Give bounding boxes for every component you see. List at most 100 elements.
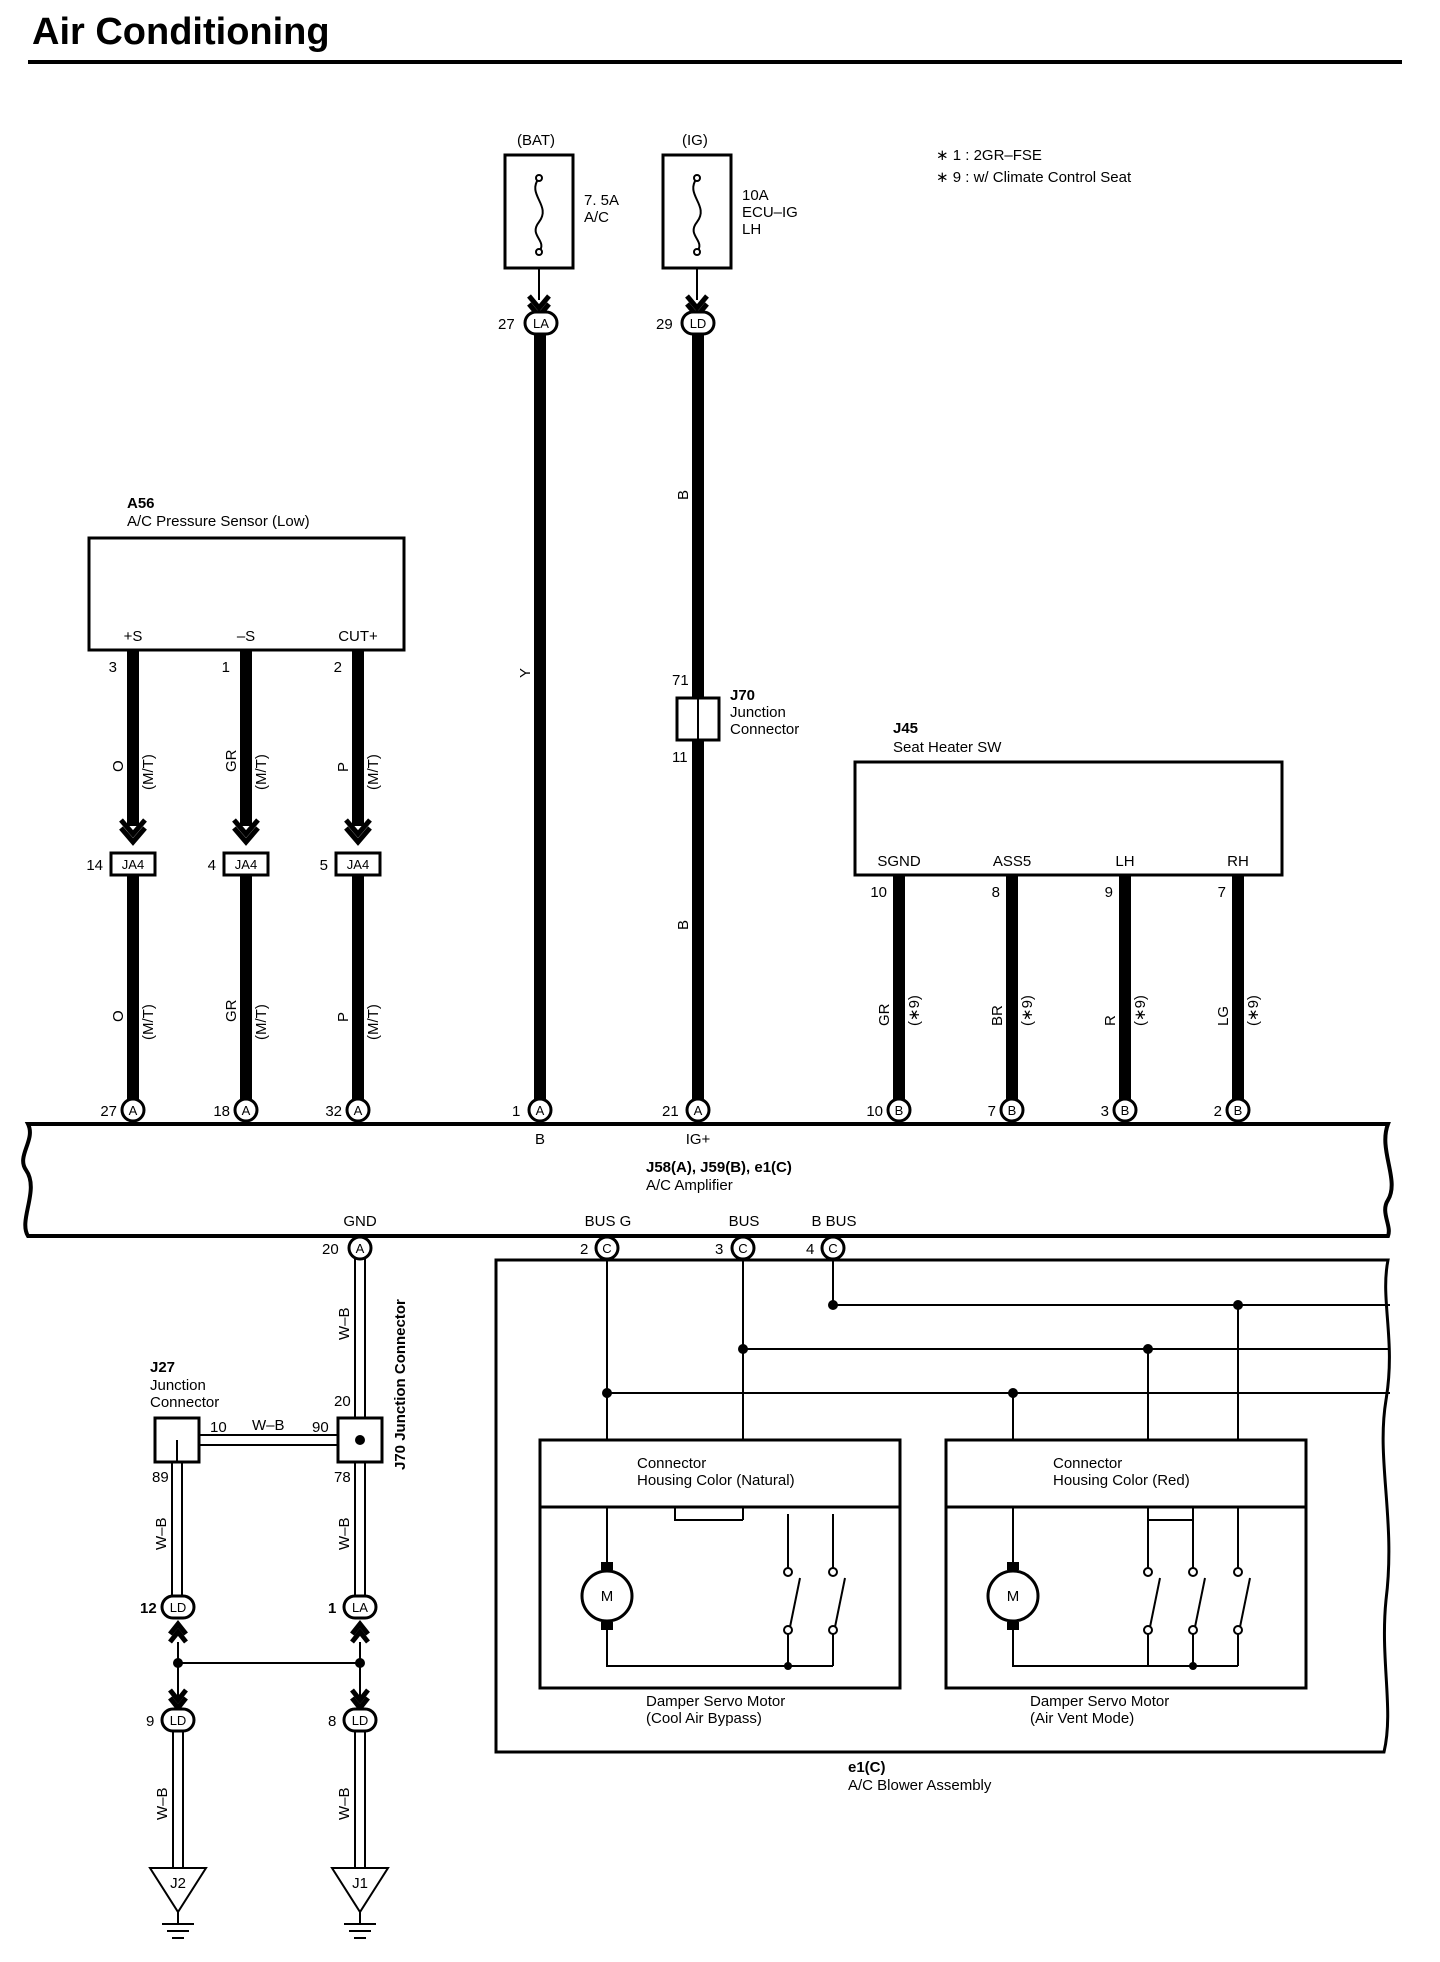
- connector-arrow-icon: [119, 818, 147, 846]
- pin-number: 2: [1214, 1103, 1222, 1120]
- pin-number: 32: [325, 1103, 342, 1120]
- wire-color: R: [1102, 1015, 1119, 1026]
- pin-number: 78: [334, 1469, 351, 1486]
- connector-oval: [160, 1707, 196, 1733]
- wire-color: W–B: [154, 1787, 171, 1820]
- pin-number: 3: [109, 659, 117, 676]
- connector-circle: [886, 1097, 912, 1123]
- ground-id: J2: [170, 1875, 186, 1892]
- connector-oval: [160, 1594, 196, 1620]
- wire-note: (∗9): [1245, 995, 1262, 1026]
- connector-code: LA: [352, 1600, 368, 1615]
- pin-number: 4: [208, 857, 216, 874]
- terminal-name: BUS G: [585, 1213, 632, 1230]
- wire-note: (M/T): [253, 754, 270, 790]
- junction-id: J27: [150, 1359, 175, 1376]
- ground-id: J1: [352, 1875, 368, 1892]
- pin-number: 90: [312, 1419, 329, 1436]
- connector-code: B: [1008, 1103, 1017, 1118]
- terminal-name: LH: [1115, 853, 1134, 870]
- wire-color: O: [110, 1010, 127, 1022]
- wire-color: W–B: [336, 1307, 353, 1340]
- wire-note: (M/T): [140, 754, 157, 790]
- pin-number: 5: [320, 857, 328, 874]
- blower-outline: [494, 1258, 1391, 1754]
- wire-color: GR: [223, 999, 240, 1022]
- wire-color: Y: [517, 668, 534, 678]
- terminal-name: GND: [343, 1213, 377, 1230]
- terminal-name: IG+: [686, 1131, 711, 1148]
- switch-icon: [1149, 1577, 1161, 1628]
- connector-circle: [345, 1097, 371, 1123]
- switch-icon: [834, 1577, 846, 1628]
- note-1: ∗ 1 : 2GR–FSE: [936, 147, 1042, 164]
- motor-name: Damper Servo Motor: [1030, 1693, 1169, 1710]
- fuse-terminal-icon: [535, 248, 543, 256]
- fuse-ig: (IG) 10A ECU–IG LH 29 LD B 71 11 J70 Jun…: [656, 132, 799, 1100]
- ground-circuit: W–B 20 J70 Junction Connector 90 78 J27 …: [140, 1259, 409, 1939]
- fuse-rating: 10A: [742, 187, 769, 204]
- terminal-name: ASS5: [993, 853, 1031, 870]
- fuse-supply: (BAT): [517, 132, 555, 149]
- wire-color: BR: [989, 1005, 1006, 1026]
- page-title: Air Conditioning: [32, 11, 330, 53]
- wire-color: W–B: [153, 1517, 170, 1550]
- housing-label: Connector: [1053, 1455, 1122, 1472]
- sensor-a56: A56 A/C Pressure Sensor (Low): [87, 495, 406, 652]
- housing-label: Connector: [637, 1455, 706, 1472]
- ground-triangle-icon: [330, 1867, 390, 1914]
- connector-code: LD: [170, 1713, 187, 1728]
- pin-number: 20: [322, 1241, 339, 1258]
- junction-id: J70: [730, 687, 755, 704]
- connector-arrow-icon: [232, 818, 260, 846]
- connector-circle: [527, 1097, 553, 1123]
- terminal-name: B: [535, 1131, 545, 1148]
- wire-color: B: [675, 920, 692, 930]
- wire-color: W–B: [336, 1787, 353, 1820]
- pin-number: 10: [210, 1419, 227, 1436]
- housing-color: Housing Color (Red): [1053, 1472, 1190, 1489]
- junction-name: J70 Junction Connector: [392, 1299, 409, 1470]
- pin-number: 20: [334, 1393, 351, 1410]
- wire-note: (∗9): [906, 995, 923, 1026]
- damper-servo-cool-air: Connector Housing Color (Natural) M Damp…: [538, 1438, 902, 1727]
- pin-number: 21: [662, 1103, 679, 1120]
- connector-arrow-icon: [350, 1619, 370, 1644]
- connector-circle: [1225, 1097, 1251, 1123]
- wire-note: (M/T): [140, 1004, 157, 1040]
- switch-id: J45: [893, 720, 918, 737]
- connector-code: B: [1234, 1103, 1243, 1118]
- blower-id: e1(C): [848, 1759, 886, 1776]
- wire-color: P: [335, 1012, 352, 1022]
- fuse-terminal-icon: [693, 248, 701, 256]
- terminal-name: SGND: [877, 853, 921, 870]
- wire-note: (∗9): [1132, 995, 1149, 1026]
- pin-number: 8: [328, 1713, 336, 1730]
- motor-icon: [580, 1569, 634, 1623]
- connector-oval: [342, 1594, 378, 1620]
- amp-bottom-gnd: GND 20 A: [322, 1213, 377, 1261]
- wire-color: B: [675, 490, 692, 500]
- terminal-name: RH: [1227, 853, 1249, 870]
- damper-servo-air-vent: Connector Housing Color (Red) M: [944, 1438, 1308, 1727]
- sensor-wires: +S3O(M/T)JA414O(M/T)27AS5–3–S1GR(M/T)JA4…: [86, 628, 382, 1148]
- pin-number: 14: [86, 857, 103, 874]
- motor-name: Damper Servo Motor: [646, 1693, 785, 1710]
- note-2: ∗ 9 : w/ Climate Control Seat: [936, 169, 1132, 186]
- connector-code: JA4: [235, 857, 257, 872]
- blower-assembly: e1(C) A/C Blower Assembly Connector Hous…: [494, 1258, 1391, 1794]
- connector-oval: [342, 1707, 378, 1733]
- connector-code: LA: [533, 316, 549, 331]
- pin-number: 12: [140, 1600, 157, 1617]
- connector-arrow-icon: [344, 818, 372, 846]
- amplifier-id: J58(A), J59(B), e1(C): [646, 1159, 792, 1176]
- amp-pin-ig: 21 A IG+: [662, 1097, 711, 1148]
- connector-code: B: [1121, 1103, 1130, 1118]
- terminal-name: –S: [237, 628, 255, 645]
- sensor-id: A56: [127, 495, 155, 512]
- switch-icon: [789, 1577, 801, 1628]
- seat-wires: SGND10GR(∗9)10BSG–4ASS58BR(∗9)7BS5–4LH9R…: [866, 853, 1262, 1148]
- amplifier-body: [21, 1122, 1394, 1238]
- fuse-name-2: LH: [742, 221, 761, 238]
- sensor-name: A/C Pressure Sensor (Low): [127, 513, 310, 530]
